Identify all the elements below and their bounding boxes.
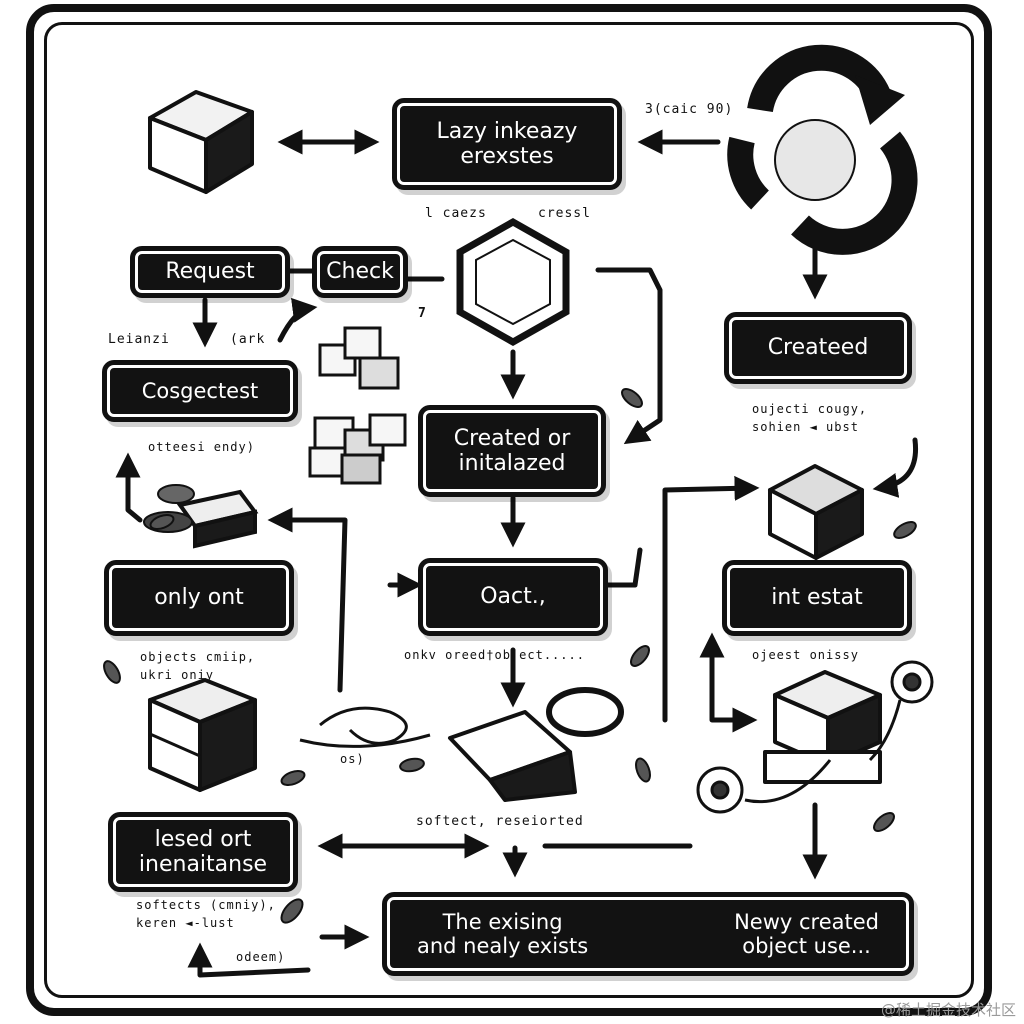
result-right-line1: Newy created [734,909,879,934]
server-stack-right [763,670,882,784]
only-ont-box: only ont [104,560,294,636]
cresst-label: cressl [538,206,591,221]
lesed-ort-line2: inenaitanse [138,852,268,877]
request-box: Request [130,246,290,298]
otteesi-label: otteesi endy) [148,440,255,454]
ojeest-label: ojeest onissy [752,648,859,662]
cube-right [768,464,864,560]
ouject-label-2: sohien ◄ ubst [752,420,859,434]
blocks-cluster [308,326,407,485]
oact-box: Oact., [418,558,608,636]
onkv-label: onkv oreed†object..... [404,648,585,662]
log-block [143,484,259,549]
os-label: os) [340,752,365,766]
arrow-mid-left [267,507,348,693]
inner-frame [44,22,974,998]
refresh-cycle-icon [727,44,918,255]
caezs-label: l caezs [425,206,487,221]
flower-right [696,660,934,814]
result-left-line2: and nealy exists [417,934,589,958]
cosgectest-box: Cosgectest [102,360,298,422]
arrow-right-curl [872,437,919,498]
arrow-right-to-cube [662,475,760,723]
arrow-oact-right [605,547,643,588]
result-box: The exising and nealy exists Newy create… [382,892,914,976]
check-box: Check [312,246,408,298]
server-stack-left [148,678,257,792]
hexagon [456,217,570,347]
swirl-decoration [299,706,431,748]
result-right: Newy created object use... [734,910,879,958]
softects-label-2: keren ◄-lust [136,916,235,930]
lazy-init-box: Lazy inkeazy erexstes [392,98,622,190]
arrow-intestat-down [699,632,758,733]
open-box [448,687,624,802]
arrow-hex-right-loop [595,267,663,445]
leianzi-label: Leianzi [108,332,170,347]
lesed-ort-box: lesed ort inenaitanse [108,812,298,892]
leaves [103,388,917,924]
result-right-line2: object use... [742,934,871,958]
objects-label-1: objects cmiip, [140,650,256,664]
lazy-init-line1: Lazy inkeazy [436,118,578,144]
cube-top-left [148,90,254,194]
seven-label: 7 [418,306,427,321]
result-left-line1: The exising [442,909,563,934]
objects-label-2: ukri oniy [140,668,215,682]
softects-label-1: softects (cmniy), [136,898,276,912]
arrow-odeem-loop [187,942,311,978]
created-or-initialized-box: Created or initalazed [418,405,606,497]
created-box: Createed [724,312,912,384]
softect-label: softect, reseiorted [416,814,584,829]
result-left: The exising and nealy exists [417,910,588,958]
created-or-line1: Created or [453,425,571,451]
lesed-ort-line1: lesed ort [154,826,252,852]
outer-frame [26,4,992,1016]
arrow-cosgectest-loop [115,452,143,523]
int-estat-box: int estat [722,560,912,636]
created-or-line2: initalazed [458,451,566,476]
lazy-init-line2: erexstes [460,144,554,169]
watermark: @稀土掘金技术社区 [880,1001,1016,1019]
odeem-label: odeem) [236,950,286,964]
arrow-lark-up [277,297,318,343]
top-right-label: 3(caic 90) [645,102,734,117]
lark-label: (ark [230,332,266,347]
ouject-label-1: oujecti cougy, [752,402,868,416]
